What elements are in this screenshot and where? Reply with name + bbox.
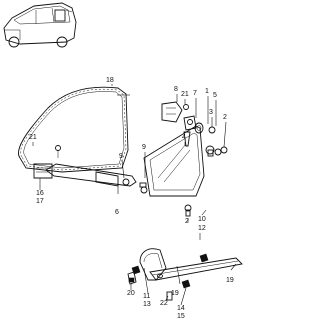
latch-rod-assembly <box>33 145 137 187</box>
callout-1: 1 <box>205 88 209 95</box>
callout-11: 11 <box>143 293 151 300</box>
callout-18: 18 <box>106 77 114 84</box>
callout-4: 4 <box>182 134 186 141</box>
callout-6: 6 <box>115 209 119 216</box>
callout-8: 8 <box>174 86 178 93</box>
callout-19: 19 <box>171 290 179 297</box>
callout-13: 13 <box>143 301 151 308</box>
callout-2: 2 <box>223 114 227 121</box>
weatherstrip-frame <box>18 86 129 173</box>
callout-16: 16 <box>36 190 44 197</box>
parts-diagram: 18 8 21 7 1 5 3 2 4 9 21 9 16 17 6 2 10 … <box>3 2 243 320</box>
callout-12: 12 <box>198 225 206 232</box>
callout-20: 20 <box>127 290 135 297</box>
callout-9: 9 <box>142 144 146 151</box>
callout-7: 7 <box>193 90 197 97</box>
quarter-glass <box>143 125 205 197</box>
hinge-parts <box>161 101 204 147</box>
side-sill-molding <box>139 248 243 281</box>
callout-15: 15 <box>177 313 185 320</box>
callout-2: 2 <box>185 218 189 225</box>
car-outline-illustration <box>3 2 77 48</box>
callout-21: 21 <box>181 91 189 98</box>
clips <box>127 253 209 301</box>
callout-22: 22 <box>160 300 168 307</box>
callout-19: 19 <box>226 277 234 284</box>
callout-21: 21 <box>29 134 37 141</box>
parts-drawing <box>3 2 243 306</box>
callout-17: 17 <box>36 198 44 205</box>
callout-5: 5 <box>213 92 217 99</box>
callout-14: 14 <box>177 305 185 312</box>
leader-lines <box>32 84 237 306</box>
callout-10: 10 <box>198 216 206 223</box>
callout-9: 9 <box>119 153 123 160</box>
callout-3: 3 <box>209 109 213 116</box>
